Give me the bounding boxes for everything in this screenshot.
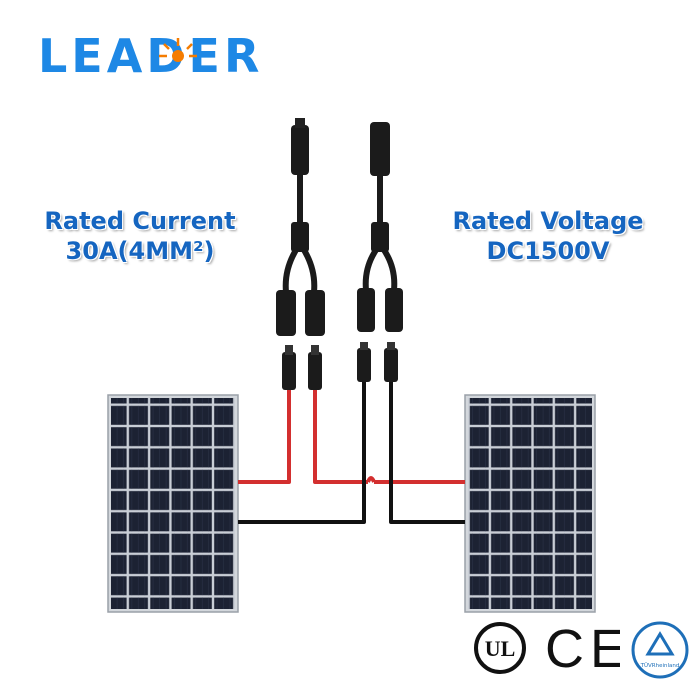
rated-current-spec: Rated Current 30A(4MM²) xyxy=(30,206,250,266)
rated-voltage-value: DC1500V xyxy=(486,237,610,265)
tuv-text: TÜVRheinland xyxy=(640,662,680,669)
mc4-connectors xyxy=(282,342,398,390)
wiring xyxy=(238,380,465,524)
ce-mark-text: CE xyxy=(545,620,620,676)
rated-voltage-label: Rated Voltage xyxy=(452,207,644,235)
logo-sun-icon xyxy=(159,38,197,62)
y-branch-connector-left xyxy=(276,118,325,336)
solar-panel-right xyxy=(464,394,596,613)
brand-logo: LEADER xyxy=(38,29,328,91)
tuv-certification-icon: TÜVRheinland xyxy=(630,620,690,685)
logo-wordmark: LEADER xyxy=(38,29,263,83)
negative-wire-left xyxy=(238,380,366,524)
positive-wire-left xyxy=(238,390,291,484)
rated-voltage-spec: Rated Voltage DC1500V xyxy=(438,206,658,266)
positive-wire-cross xyxy=(313,390,368,484)
negative-wire-right xyxy=(389,380,465,524)
rated-current-value: 30A(4MM²) xyxy=(65,237,215,265)
solar-panel-left xyxy=(107,394,239,613)
y-branch-connector-right xyxy=(357,122,403,332)
rated-current-label: Rated Current xyxy=(44,207,236,235)
ul-mark-text: UL xyxy=(485,636,516,661)
ul-certification-icon: UL xyxy=(472,620,528,681)
logo-text: LEADER xyxy=(38,30,263,80)
ce-certification-icon: CE xyxy=(545,619,626,681)
